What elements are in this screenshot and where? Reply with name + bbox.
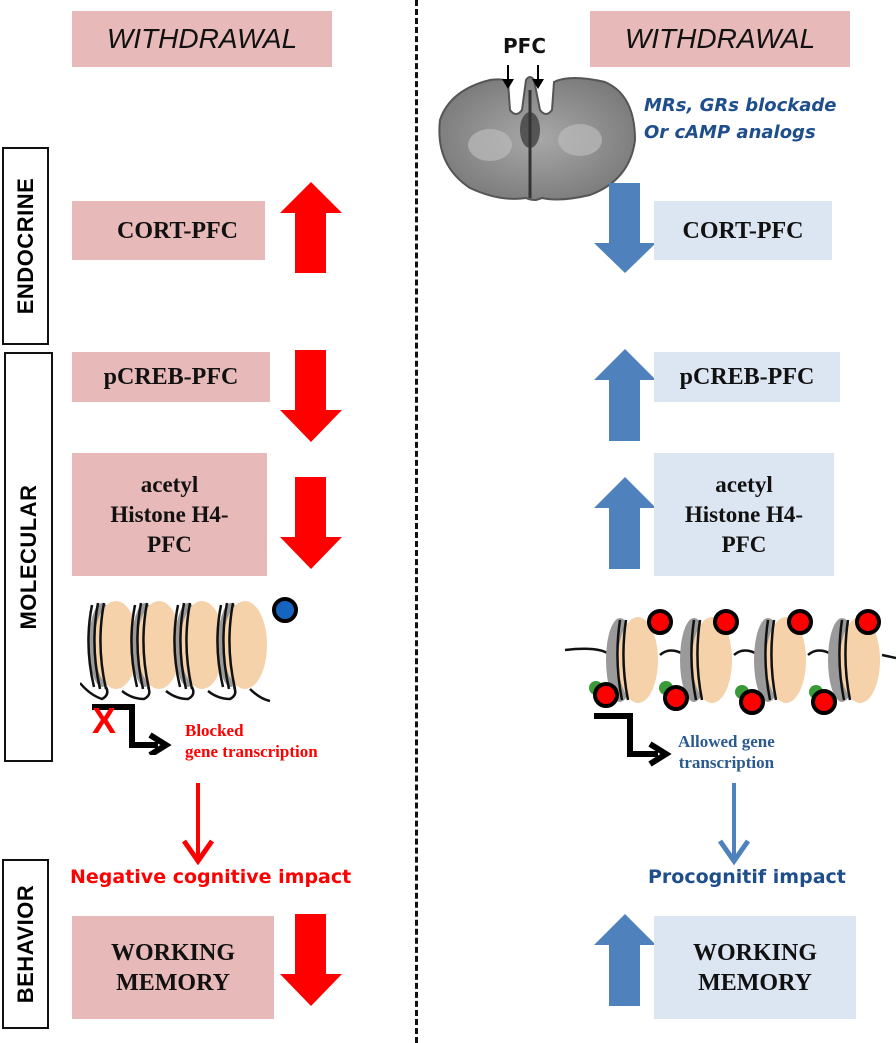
acetyl-mark-icon bbox=[787, 609, 813, 635]
side-label-endocrine-text: ENDOCRINE bbox=[12, 177, 38, 315]
right-impact-label: Procognitif impact bbox=[648, 866, 846, 888]
acetyl-mark-icon bbox=[855, 609, 881, 635]
right-pcreb-up-arrow-icon bbox=[594, 349, 656, 441]
left-histone-line1: acetyl bbox=[140, 471, 199, 497]
nucleosome-4 bbox=[216, 601, 267, 690]
left-thin-down-arrow-icon bbox=[181, 783, 215, 865]
right-histone-line2: Histone H4- bbox=[684, 501, 804, 527]
left-cort-label: CORT-PFC bbox=[117, 217, 238, 244]
center-divider bbox=[415, 0, 418, 1043]
right-memory-line1: WORKING bbox=[692, 939, 817, 966]
left-memory-down-arrow-icon bbox=[280, 914, 342, 1006]
right-cort-label: CORT-PFC bbox=[682, 217, 804, 244]
right-withdrawal-title: WITHDRAWAL bbox=[590, 11, 850, 67]
left-transcription-line2: gene transcription bbox=[185, 742, 318, 761]
open-nucleosome-3 bbox=[735, 609, 813, 715]
left-histone-box: acetyl Histone H4- PFC bbox=[72, 453, 267, 576]
left-impact-label: Negative cognitive impact bbox=[70, 866, 352, 888]
acetyl-mark-icon bbox=[647, 609, 673, 635]
side-label-endocrine: ENDOCRINE bbox=[2, 147, 49, 345]
brain-section-image bbox=[438, 76, 637, 202]
nucleosome-1 bbox=[87, 601, 138, 690]
open-nucleosome-4 bbox=[809, 609, 881, 715]
right-memory-box: WORKING MEMORY bbox=[654, 916, 856, 1019]
side-label-molecular: MOLECULAR bbox=[4, 352, 53, 762]
left-transcription-note: Blocked gene transcription bbox=[185, 720, 318, 762]
blocked-x-mark: X bbox=[92, 700, 116, 741]
right-cort-down-arrow-icon bbox=[594, 183, 656, 273]
left-histone-line2: Histone H4- bbox=[110, 501, 229, 527]
treatment-line2: Or cAMP analogs bbox=[644, 122, 816, 143]
left-memory-box: WORKING MEMORY bbox=[72, 916, 274, 1019]
side-label-molecular-text: MOLECULAR bbox=[15, 484, 41, 630]
left-memory-line1: WORKING bbox=[110, 939, 235, 966]
left-histone-line3: PFC bbox=[147, 531, 192, 557]
open-nucleosome-2 bbox=[659, 609, 739, 711]
left-condensed-chromatin-icon bbox=[80, 597, 298, 703]
right-pcreb-box: pCREB-PFC bbox=[654, 352, 840, 402]
nucleosome-2 bbox=[130, 601, 181, 690]
acetyl-mark-icon bbox=[811, 689, 837, 715]
side-label-behavior: BEHAVIOR bbox=[2, 859, 49, 1029]
treatment-note: MRs, GRs blockade Or cAMP analogs bbox=[644, 92, 837, 146]
left-cort-box: CORT-PFC bbox=[72, 201, 265, 260]
left-pcreb-label: pCREB-PFC bbox=[103, 364, 239, 390]
right-histone-up-arrow-icon bbox=[594, 477, 656, 569]
pfc-pointer-arrows-icon bbox=[502, 65, 544, 89]
right-pcreb-label: pCREB-PFC bbox=[679, 364, 815, 390]
left-pcreb-down-arrow-icon bbox=[280, 350, 342, 442]
nucleosome-3 bbox=[173, 601, 224, 690]
acetyl-mark-icon bbox=[593, 682, 619, 708]
right-open-chromatin-icon bbox=[564, 609, 896, 715]
left-histone-down-arrow-icon bbox=[280, 477, 342, 569]
right-histone-line1: acetyl bbox=[715, 471, 773, 497]
right-cort-box: CORT-PFC bbox=[654, 201, 832, 260]
left-transcription-line1: Blocked bbox=[185, 721, 244, 740]
right-transcription-line2: transcription bbox=[678, 753, 775, 772]
left-cort-up-arrow-icon bbox=[280, 182, 342, 273]
right-histone-line3: PFC bbox=[721, 531, 767, 557]
right-allowed-transcription-arrow-icon bbox=[594, 713, 672, 767]
methyl-mark-icon bbox=[272, 597, 298, 623]
open-nucleosome-1 bbox=[589, 609, 673, 708]
left-withdrawal-title: WITHDRAWAL bbox=[72, 11, 332, 67]
right-transcription-line1: Allowed gene bbox=[678, 732, 775, 751]
right-transcription-note: Allowed gene transcription bbox=[678, 731, 775, 773]
left-memory-line2: MEMORY bbox=[116, 969, 230, 996]
right-memory-up-arrow-icon bbox=[594, 914, 656, 1006]
treatment-line1: MRs, GRs blockade bbox=[644, 95, 837, 116]
brain-pfc-label: PFC bbox=[503, 34, 546, 58]
right-histone-box: acetyl Histone H4- PFC bbox=[654, 453, 834, 576]
left-blocked-transcription-arrow-icon: X bbox=[92, 700, 172, 755]
acetyl-mark-icon bbox=[739, 689, 765, 715]
left-pcreb-box: pCREB-PFC bbox=[72, 352, 270, 402]
acetyl-mark-icon bbox=[663, 685, 689, 711]
right-withdrawal-text: WITHDRAWAL bbox=[624, 23, 816, 54]
right-memory-line2: MEMORY bbox=[698, 969, 812, 996]
left-withdrawal-text: WITHDRAWAL bbox=[106, 23, 298, 54]
right-thin-down-arrow-icon bbox=[717, 783, 751, 865]
side-label-behavior-text: BEHAVIOR bbox=[12, 884, 38, 1004]
acetyl-mark-icon bbox=[713, 609, 739, 635]
